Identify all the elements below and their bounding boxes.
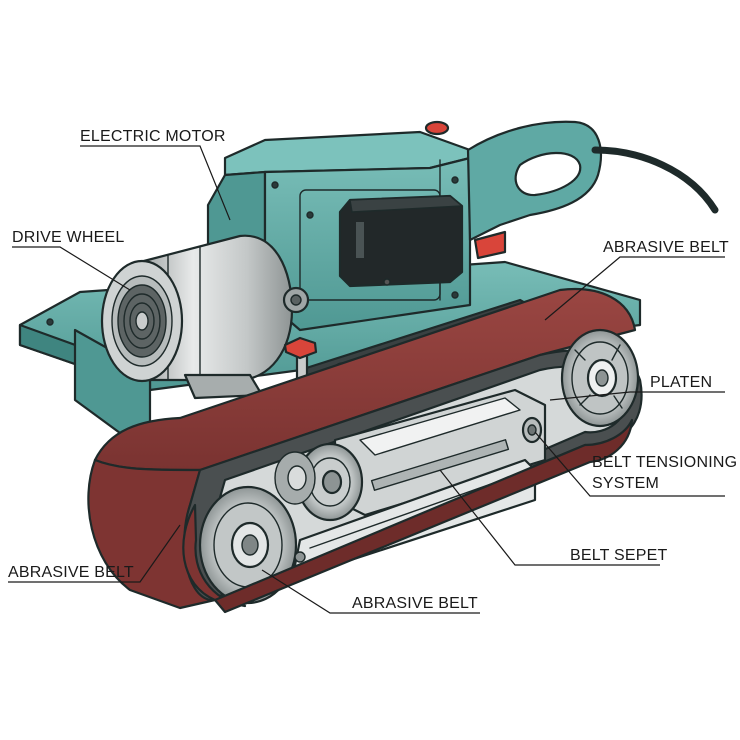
motor-cylinder xyxy=(100,234,310,400)
label-abrasive-belt-left: ABRASIVE BELT xyxy=(8,564,134,581)
label-belt-tensioning-line2: SYSTEM xyxy=(592,475,659,492)
platen xyxy=(333,388,547,517)
leader-drive-wheel xyxy=(12,246,131,291)
power-cord xyxy=(591,146,719,214)
label-belt-sepet: BELT SEPET xyxy=(570,547,667,564)
leader-belt-sepet xyxy=(439,469,660,566)
leader-electric-motor xyxy=(80,145,231,221)
base-screw xyxy=(46,318,54,326)
housing-screw xyxy=(451,176,459,184)
labels: ELECTRIC MOTOR DRIVE WHEEL ABRASIVE BELT… xyxy=(8,128,737,612)
label-platen: PLATEN xyxy=(650,374,712,391)
tension-knob[interactable] xyxy=(283,336,318,360)
leader-abrasive-belt-left xyxy=(8,524,181,583)
leader-abrasive-belt-bottom xyxy=(261,569,480,614)
housing-screw xyxy=(271,181,279,189)
fan-grille xyxy=(117,284,167,358)
leader-lines xyxy=(8,145,725,614)
front-drum xyxy=(182,485,298,608)
idler-wheel xyxy=(274,442,364,522)
leader-abrasive-belt-top xyxy=(544,256,725,321)
belt-bottom-edge xyxy=(213,418,634,614)
label-drive-wheel: DRIVE WHEEL xyxy=(12,229,124,246)
leader-platen xyxy=(549,391,725,401)
trigger-switch xyxy=(473,230,507,260)
rear-drum xyxy=(560,328,640,428)
label-electric-motor: ELECTRIC MOTOR xyxy=(80,128,226,145)
switch-box xyxy=(338,194,464,288)
lock-button xyxy=(424,120,450,136)
leader-belt-tensioning xyxy=(534,431,725,497)
label-belt-tensioning-line1: BELT TENSIONING xyxy=(592,454,737,471)
housing-screw xyxy=(306,211,314,219)
platen-slot xyxy=(370,439,510,491)
handle xyxy=(424,120,719,260)
label-abrasive-belt-top: ABRASIVE BELT xyxy=(603,239,729,256)
switch-box-highlight xyxy=(356,222,364,258)
housing-screw xyxy=(451,291,459,299)
label-abrasive-belt-bottom: ABRASIVE BELT xyxy=(352,595,478,612)
